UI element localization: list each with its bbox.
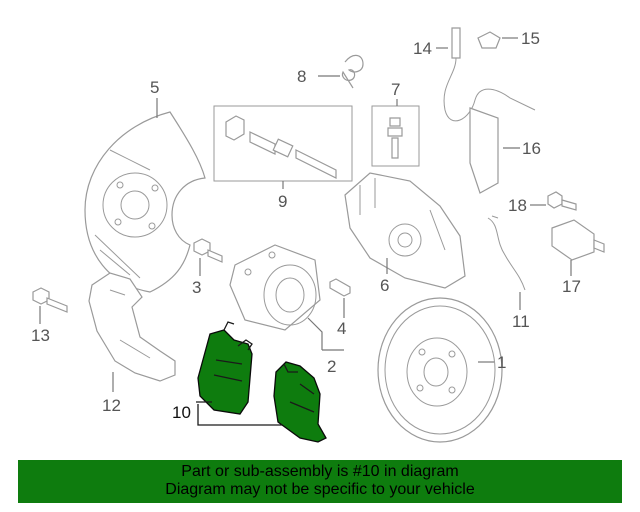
callout-17: 17 [562, 277, 581, 296]
bleeder-screw-kit-part[interactable] [371, 105, 420, 167]
callout-4: 4 [337, 319, 346, 338]
brake-pad-set-part[interactable] [197, 321, 327, 443]
callout-18: 18 [508, 196, 527, 215]
callout-12: 12 [102, 396, 121, 415]
banner-line-2: Diagram may not be specific to your vehi… [165, 481, 475, 498]
info-banner: Part or sub-assembly is #10 in diagram D… [18, 460, 622, 503]
bolt-part-18[interactable] [547, 191, 577, 211]
dust-shield-part[interactable] [84, 111, 206, 293]
sensor-wire-part[interactable] [487, 215, 526, 291]
banner-line-1: Part or sub-assembly is #10 in diagram [181, 463, 459, 480]
brake-hose-part[interactable] [443, 27, 536, 194]
brake-pad-outer[interactable] [273, 361, 327, 443]
brake-caliper-part[interactable] [344, 172, 466, 289]
bolt-part-3[interactable] [193, 238, 223, 263]
caliper-bracket-part[interactable] [88, 272, 176, 382]
brake-pad-inner[interactable] [197, 329, 253, 415]
caliper-guide-pin-kit-part[interactable] [213, 105, 353, 182]
callout-7: 7 [391, 80, 400, 99]
brake-rotor-part[interactable] [377, 297, 503, 443]
callout-15: 15 [521, 29, 540, 48]
callout-11: 11 [512, 312, 530, 331]
callout-2: 2 [327, 357, 336, 376]
callout-8: 8 [297, 67, 306, 86]
callout-10: 10 [172, 403, 191, 422]
bolt-part-13[interactable] [32, 287, 68, 313]
hub-bearing-part[interactable] [229, 244, 321, 331]
callout-6: 6 [380, 276, 389, 295]
spring-clip-part[interactable] [341, 54, 364, 89]
callout-9: 9 [278, 192, 287, 211]
callout-13: 13 [31, 326, 50, 345]
callout-5: 5 [150, 78, 159, 97]
wheel-stud-part[interactable] [329, 278, 351, 297]
callout-3: 3 [192, 278, 201, 297]
callout-16: 16 [522, 139, 541, 158]
abs-sensor-part[interactable] [551, 219, 605, 261]
callout-1: 1 [497, 353, 506, 372]
callout-14: 14 [413, 39, 432, 58]
exploded-parts-diagram: 5 9 8 7 14 15 16 18 [31, 27, 605, 443]
